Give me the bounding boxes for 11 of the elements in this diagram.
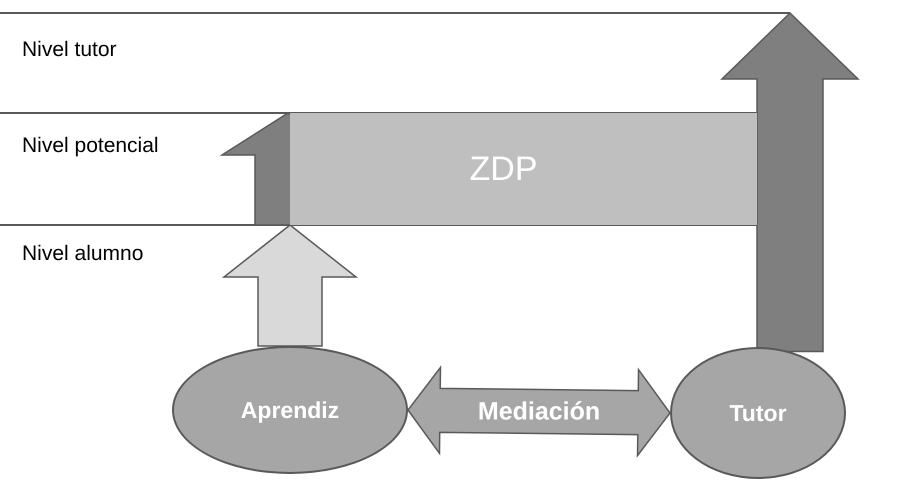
edge-label: Mediación	[478, 397, 600, 426]
zone-band	[290, 113, 757, 225]
level-label: Nivel tutor	[22, 38, 117, 62]
level-label: Nivel alumno	[22, 242, 144, 266]
block-arrow	[407, 365, 671, 458]
node-label: Aprendiz	[240, 396, 340, 424]
level-label: Nivel potencial	[22, 134, 159, 158]
block-arrow	[222, 224, 358, 347]
block-arrow	[720, 12, 860, 352]
node-label: ZDP	[470, 150, 538, 188]
node-label: Tutor	[729, 400, 787, 426]
